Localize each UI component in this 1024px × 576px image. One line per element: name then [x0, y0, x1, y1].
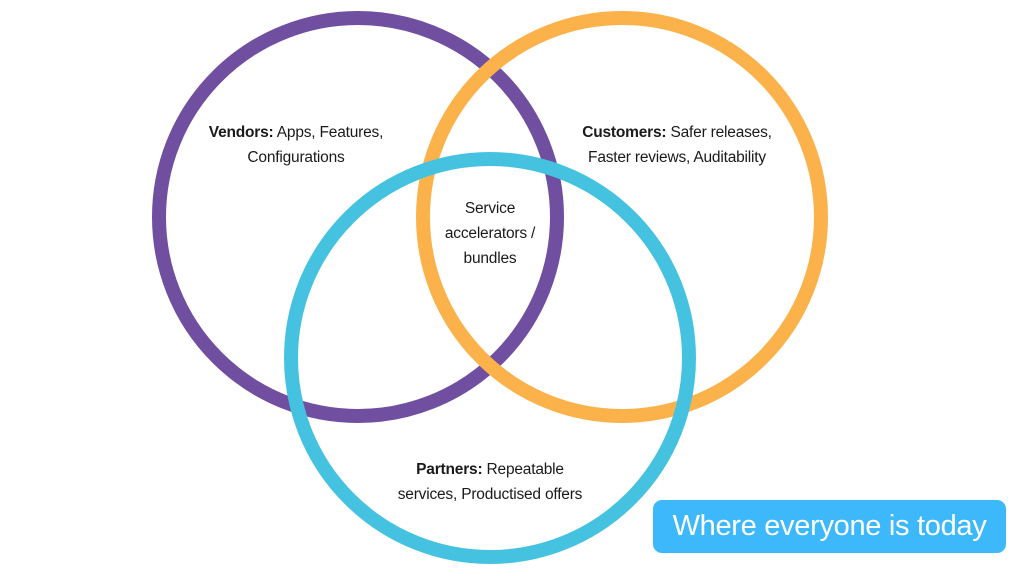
intersection-text-1: Service — [464, 200, 516, 217]
partners-line-1: Partners: Repeatable — [380, 457, 600, 482]
customers-label: Customers: Safer releases, Faster review… — [566, 120, 788, 170]
partners-circle — [284, 152, 696, 564]
vendors-text-1: Apps, Features, — [276, 124, 384, 141]
partners-text-2: services, Productised offers — [397, 486, 583, 503]
customers-title: Customers: — [582, 124, 667, 141]
partners-title: Partners: — [416, 461, 483, 478]
vendors-title: Vendors: — [208, 124, 274, 141]
customers-line-1: Customers: Safer releases, — [566, 120, 788, 145]
vendors-label: Vendors: Apps, Features, Configurations — [191, 120, 401, 170]
intersection-label: Service accelerators / bundles — [420, 196, 560, 271]
vendors-circle — [152, 11, 564, 423]
vendors-text-2: Configurations — [247, 149, 345, 166]
customers-text-2: Faster reviews, Auditability — [588, 149, 766, 166]
status-badge: Where everyone is today — [653, 500, 1006, 553]
customers-text-1: Safer releases, — [670, 124, 772, 141]
intersection-text-3: bundles — [463, 250, 517, 267]
intersection-text-2: accelerators / — [444, 225, 536, 242]
customers-circle — [416, 11, 828, 423]
partners-label: Partners: Repeatable services, Productis… — [380, 457, 600, 507]
vendors-line-1: Vendors: Apps, Features, — [191, 120, 401, 145]
partners-text-1: Repeatable — [486, 461, 564, 478]
